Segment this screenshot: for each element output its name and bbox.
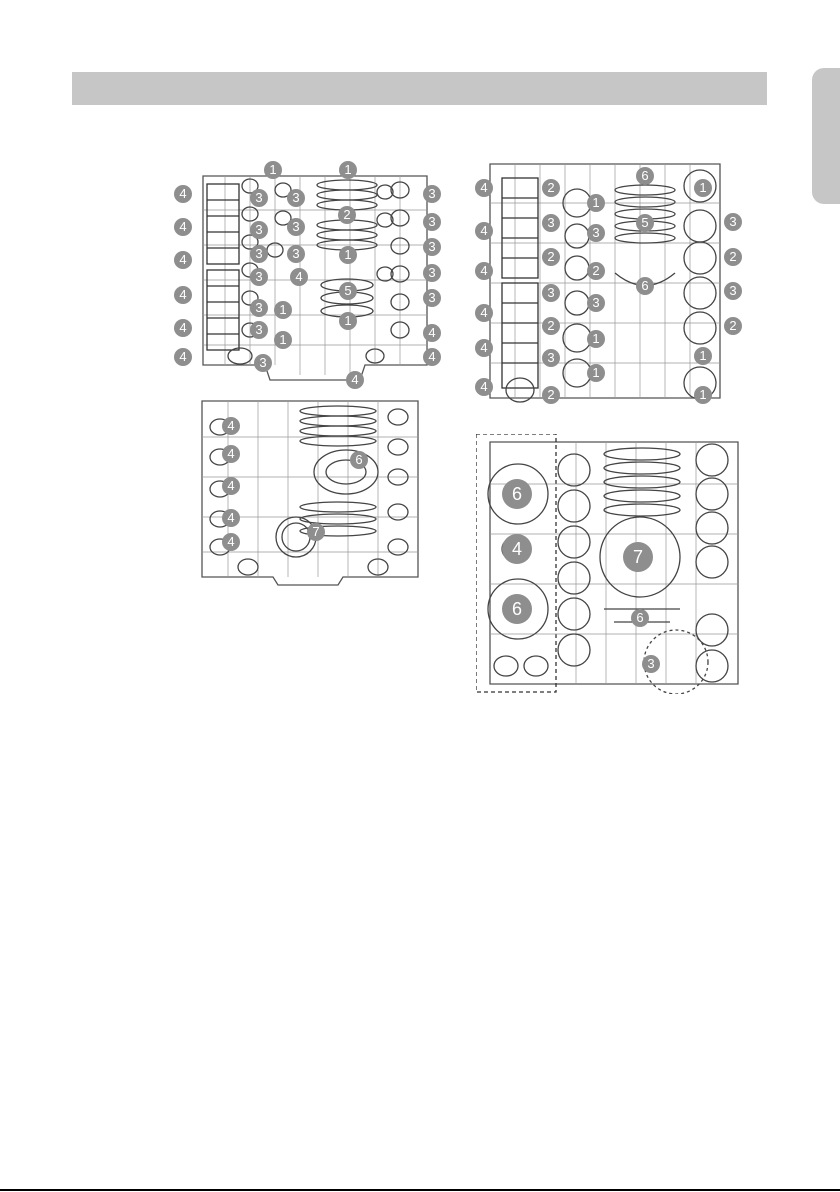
number-badge: 3	[724, 282, 742, 300]
number-badge: 3	[423, 264, 441, 282]
number-badge: 7	[307, 523, 325, 541]
number-badge: 3	[250, 221, 268, 239]
number-badge: 5	[339, 282, 357, 300]
number-badge: 3	[542, 349, 560, 367]
number-badge: 1	[264, 161, 282, 179]
number-badge: 2	[338, 206, 356, 224]
number-badge: 1	[694, 179, 712, 197]
number-badge: 3	[642, 655, 660, 673]
number-badge: 2	[542, 386, 560, 404]
number-badge: 2	[542, 248, 560, 266]
language-side-tab	[812, 68, 840, 204]
page-bottom-rule	[0, 1189, 840, 1191]
number-badge: 3	[423, 238, 441, 256]
number-badge: 4	[222, 477, 240, 495]
number-badge: 2	[724, 317, 742, 335]
number-badge: 2	[587, 262, 605, 280]
number-badge: 4	[222, 445, 240, 463]
lower-rack-right-figure	[476, 434, 746, 694]
number-badge: 3	[587, 224, 605, 242]
number-badge: 6	[350, 451, 368, 469]
number-badge: 3	[587, 294, 605, 312]
number-badge: 4	[475, 222, 493, 240]
number-badge: 6	[502, 594, 532, 624]
number-badge: 4	[475, 339, 493, 357]
number-badge: 3	[724, 213, 742, 231]
number-badge: 4	[174, 319, 192, 337]
number-badge: 4	[290, 268, 308, 286]
number-badge: 3	[287, 245, 305, 263]
number-badge: 7	[623, 542, 653, 572]
number-badge: 4	[174, 348, 192, 366]
number-badge: 4	[423, 324, 441, 342]
number-badge: 1	[587, 194, 605, 212]
number-badge: 3	[423, 185, 441, 203]
number-badge: 6	[502, 479, 532, 509]
number-badge: 4	[346, 371, 364, 389]
number-badge: 6	[636, 167, 654, 185]
number-badge: 2	[542, 317, 560, 335]
number-badge: 4	[423, 348, 441, 366]
number-badge: 4	[222, 509, 240, 527]
number-badge: 3	[254, 354, 272, 372]
number-badge: 4	[174, 218, 192, 236]
number-badge: 4	[174, 286, 192, 304]
number-badge: 1	[694, 347, 712, 365]
number-badge: 4	[475, 179, 493, 197]
number-badge: 1	[339, 246, 357, 264]
number-badge: 1	[694, 386, 712, 404]
upper-rack-left-figure	[195, 170, 435, 385]
number-badge: 1	[274, 331, 292, 349]
number-badge: 3	[250, 299, 268, 317]
number-badge: 4	[475, 262, 493, 280]
number-badge: 6	[636, 277, 654, 295]
number-badge: 5	[636, 214, 654, 232]
number-badge: 4	[174, 185, 192, 203]
section-header-bar	[72, 72, 767, 105]
number-badge: 2	[724, 248, 742, 266]
number-badge: 1	[587, 330, 605, 348]
number-badge: 4	[475, 378, 493, 396]
number-badge: 3	[542, 284, 560, 302]
number-badge: 3	[250, 268, 268, 286]
number-badge: 1	[274, 301, 292, 319]
number-badge: 4	[502, 534, 532, 564]
number-badge: 3	[250, 189, 268, 207]
upper-rack-right-figure	[480, 158, 730, 408]
number-badge: 4	[174, 251, 192, 269]
number-badge: 4	[222, 533, 240, 551]
number-badge: 4	[475, 304, 493, 322]
number-badge: 4	[222, 417, 240, 435]
number-badge: 3	[423, 213, 441, 231]
number-badge: 1	[587, 364, 605, 382]
number-badge: 3	[250, 321, 268, 339]
number-badge: 1	[339, 312, 357, 330]
number-badge: 1	[339, 161, 357, 179]
number-badge: 3	[287, 218, 305, 236]
number-badge: 6	[631, 609, 649, 627]
number-badge: 3	[423, 289, 441, 307]
number-badge: 3	[250, 245, 268, 263]
number-badge: 3	[287, 189, 305, 207]
number-badge: 2	[542, 179, 560, 197]
number-badge: 3	[542, 214, 560, 232]
